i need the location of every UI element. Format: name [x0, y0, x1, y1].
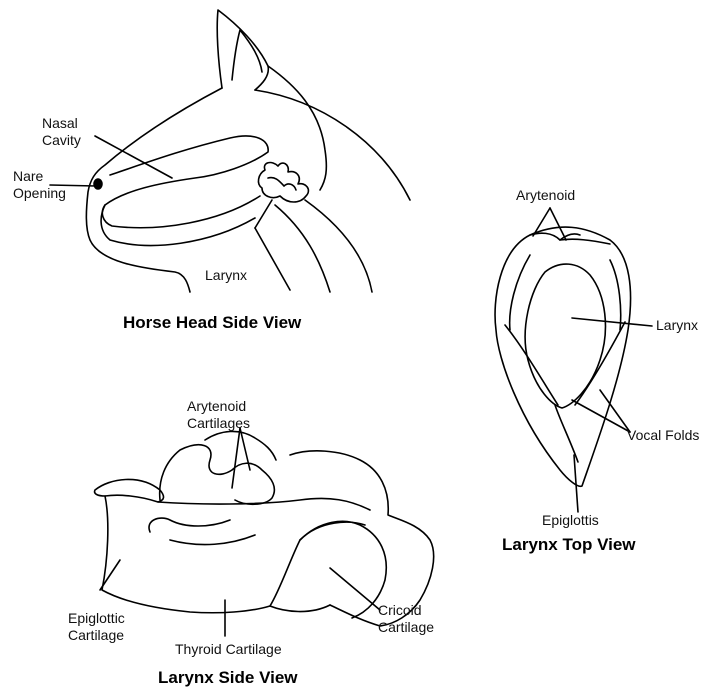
label-side-cricoid-cartilage: Cricoid Cartilage — [378, 602, 434, 636]
leader-top-arytenoid-1 — [533, 208, 550, 236]
top-outer-outline — [495, 227, 631, 486]
leader-top-vocal-folds-1 — [572, 400, 630, 432]
label-nasal-cavity: Nasal Cavity — [42, 115, 81, 149]
larynx-top-drawing — [495, 208, 652, 512]
horse-ear-inner — [232, 30, 262, 80]
leader-side-arytenoid-1 — [232, 428, 240, 488]
horse-larynx-inner — [268, 178, 296, 190]
horse-throat-line-2 — [305, 200, 372, 292]
horse-face-outline — [86, 88, 222, 292]
horse-ear — [217, 10, 268, 90]
title-larynx-side-view: Larynx Side View — [158, 668, 298, 688]
leader-side-cricoid — [330, 568, 380, 610]
leader-top-vocal-folds-2 — [600, 390, 630, 432]
horse-larynx-shape — [258, 163, 308, 202]
horse-head-drawing — [50, 10, 410, 292]
leader-top-larynx — [572, 318, 652, 326]
side-cricoid-front — [270, 605, 330, 612]
title-horse-head-side-view: Horse Head Side View — [123, 313, 301, 333]
leader-side-epiglottic — [100, 560, 120, 590]
label-nare-opening: Nare Opening — [13, 168, 66, 202]
top-epiglottis-fold — [555, 405, 578, 462]
label-side-arytenoid-cartilages: Arytenoid Cartilages — [187, 398, 250, 432]
label-top-vocal-folds: Vocal Folds — [627, 427, 699, 444]
horse-nasal-passage — [102, 136, 268, 228]
leader-larynx-2 — [255, 200, 272, 228]
label-top-arytenoid: Arytenoid — [516, 187, 575, 204]
title-larynx-top-view: Larynx Top View — [502, 535, 636, 555]
side-arytenoid-cartilages — [160, 445, 275, 504]
horse-cheek-contour — [268, 66, 326, 190]
horse-nostril — [94, 179, 102, 189]
label-side-epiglottic-cartilage: Epiglottic Cartilage — [68, 610, 125, 644]
side-cricoid-outer — [290, 451, 434, 626]
side-thyroid-body — [102, 496, 365, 613]
side-ventral-line — [170, 535, 255, 545]
side-thyroid-top — [158, 498, 370, 510]
top-glottis-outline — [525, 264, 605, 408]
side-corniculate-curl — [149, 518, 230, 532]
horse-neck-crest — [255, 90, 410, 200]
leader-larynx-1 — [255, 228, 290, 290]
label-top-epiglottis: Epiglottis — [542, 512, 599, 529]
label-side-thyroid-cartilage: Thyroid Cartilage — [175, 641, 282, 658]
label-top-larynx: Larynx — [656, 317, 698, 334]
side-arytenoid-inner — [205, 431, 276, 460]
top-vocal-fold-left — [505, 325, 558, 405]
label-horse-larynx: Larynx — [205, 267, 247, 284]
top-arytenoid-right — [560, 239, 610, 244]
